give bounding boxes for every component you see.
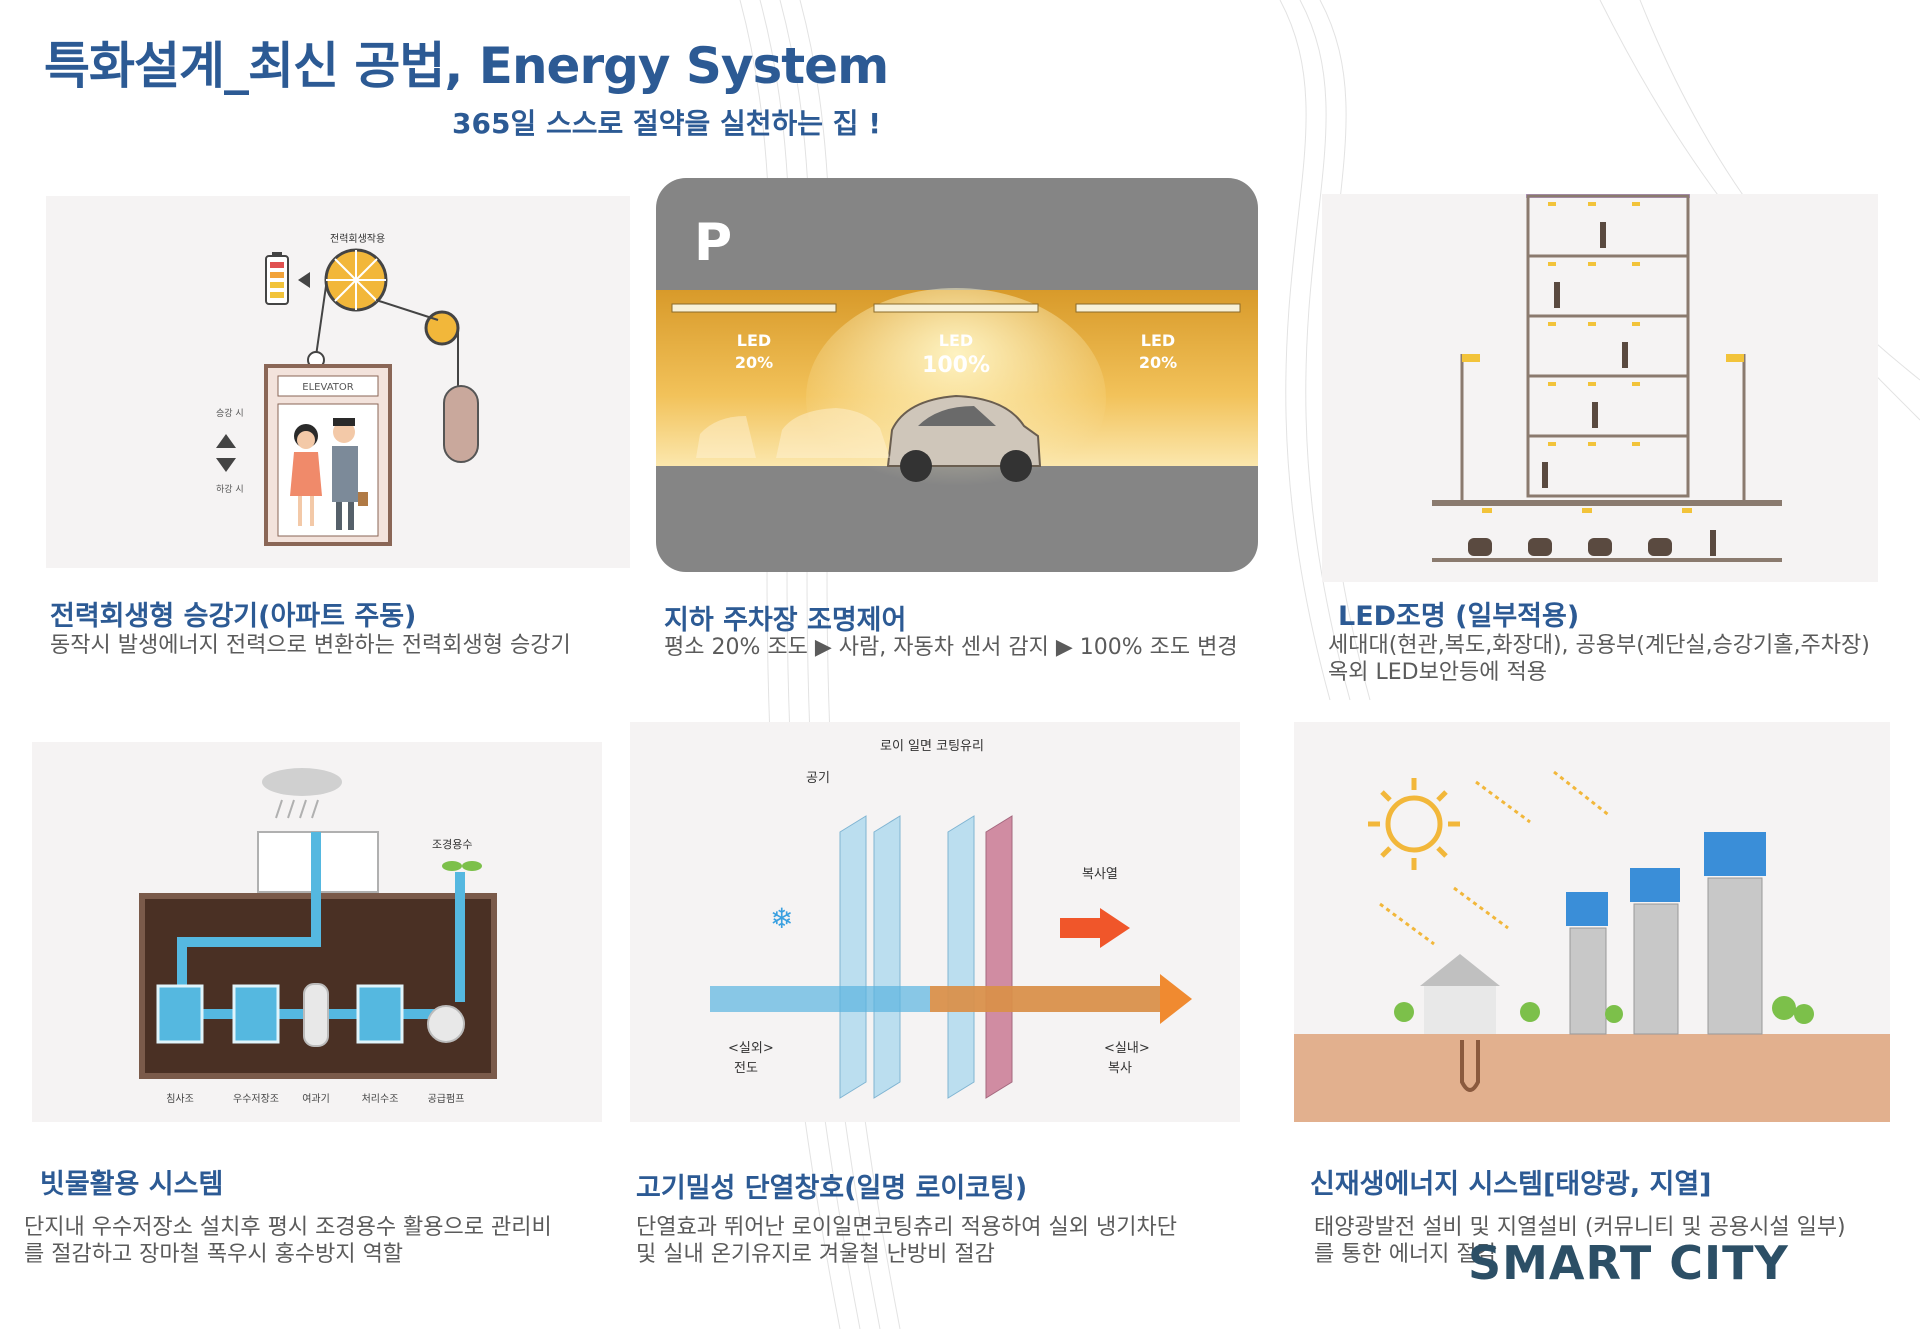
rainwater-description-2: 를 절감하고 장마철 폭우시 홍수방지 역할	[24, 1242, 404, 1267]
svg-text:공급펌프: 공급펌프	[428, 1093, 465, 1105]
svg-text:<실내>: <실내>	[1104, 1041, 1150, 1056]
elevator-description: 동작시 발생에너지 전력으로 변환하는 전력회생형 승강기	[50, 633, 571, 658]
svg-text:공기: 공기	[806, 771, 830, 786]
svg-text:LED: LED	[737, 331, 771, 350]
svg-text:LED: LED	[939, 331, 973, 350]
led-building-illustration	[1322, 194, 1878, 582]
svg-text:승강 시: 승강 시	[216, 408, 244, 419]
brand-label: SMART CITY	[1468, 1236, 1789, 1290]
generator-wheel-icon	[324, 248, 388, 312]
elevator-title: 전력회생형 승강기(아파트 주동)	[50, 601, 417, 632]
svg-text:20%: 20%	[1139, 353, 1177, 372]
svg-text:하강 시: 하강 시	[216, 484, 244, 495]
lowe-window-illustration: 로이 일면 코팅유리 공기 복사열 <실외> 전도 <실내> 복사 ❄	[630, 722, 1240, 1122]
led-lighting-description-2: 옥외 LED보안등에 적용	[1328, 660, 1548, 685]
rainwater-title: 빗물활용 시스템	[40, 1169, 224, 1200]
rainwater-description-1: 단지내 우수저장소 설치후 평시 조경용수 활용으로 관리비	[24, 1215, 552, 1240]
svg-text:우수저장조: 우수저장조	[233, 1093, 279, 1105]
svg-text:여과기: 여과기	[302, 1093, 330, 1105]
lowe-window-title: 고기밀성 단열창호(일명 로이코팅)	[636, 1173, 1028, 1204]
page-subtitle: 365일 스스로 절약을 실천하는 집 !	[452, 107, 882, 140]
snowflake-icon: ❄	[770, 902, 793, 935]
svg-text:침사조: 침사조	[166, 1093, 194, 1105]
parking-p-icon: P	[694, 213, 732, 273]
battery-icon	[265, 252, 289, 305]
svg-text:LED: LED	[1141, 331, 1175, 350]
heat-arrow-icon	[1160, 974, 1192, 1024]
led-lighting-title: LED조명 (일부적용)	[1338, 601, 1580, 632]
sun-icon	[1368, 778, 1460, 870]
svg-text:복사: 복사	[1108, 1061, 1132, 1076]
renewable-energy-illustration	[1294, 722, 1890, 1122]
svg-text:처리수조: 처리수조	[362, 1093, 399, 1105]
svg-text:전도: 전도	[734, 1061, 758, 1076]
solar-panel-icon	[1566, 832, 1766, 926]
arrow-up-icon	[216, 434, 236, 448]
elevator-illustration: 전력회생작용 ELEVATOR 승강 시 하강 시	[46, 196, 630, 568]
svg-text:100%: 100%	[922, 353, 990, 378]
svg-text:<실외>: <실외>	[728, 1041, 774, 1056]
svg-text:전력회생작용: 전력회생작용	[330, 233, 385, 245]
pump-icon	[427, 1005, 465, 1043]
svg-text:20%: 20%	[735, 353, 773, 372]
parking-lighting-title: 지하 주차장 조명제어	[664, 605, 907, 636]
svg-text:복사열: 복사열	[1082, 867, 1118, 882]
passengers-icon	[290, 418, 368, 530]
renewable-energy-description-2: 를 통한 에너지 절감	[1314, 1242, 1497, 1267]
svg-text:ELEVATOR: ELEVATOR	[302, 382, 353, 393]
parking-lighting-description: 평소 20% 조도 ▶ 사람, 자동차 센서 감지 ▶ 100% 조도 변경	[664, 635, 1238, 660]
renewable-energy-description-1: 태양광발전 설비 및 지열설비 (커뮤니티 및 공용시설 일부)	[1314, 1215, 1846, 1240]
sprout-icon	[442, 861, 482, 871]
page-title: 특화설계_최신 공법, Energy System	[44, 37, 889, 95]
cloud-icon	[262, 768, 342, 796]
led-lighting-description-1: 세대대(현관,복도,화장대), 공용부(계단실,승강기홀,주차장)	[1328, 633, 1870, 658]
rainwater-illustration: 조경용수 침사조 우수저장조 여과기 처리수조 공급펌프	[32, 742, 602, 1122]
car-icon	[886, 394, 1042, 482]
arrow-down-icon	[216, 458, 236, 472]
svg-text:조경용수: 조경용수	[432, 838, 472, 851]
parking-lighting-illustration: P LED 20% LED 100% LED 20%	[656, 178, 1258, 572]
renewable-energy-title: 신재생에너지 시스템[태양광, 지열]	[1310, 1169, 1712, 1200]
svg-text:로이 일면 코팅유리: 로이 일면 코팅유리	[880, 739, 984, 754]
lowe-window-description-2: 및 실내 온기유지로 겨울철 난방비 절감	[636, 1242, 995, 1267]
lowe-window-description-1: 단열효과 뛰어난 로이일면코팅츄리 적용하여 실외 냉기차단	[636, 1215, 1177, 1240]
